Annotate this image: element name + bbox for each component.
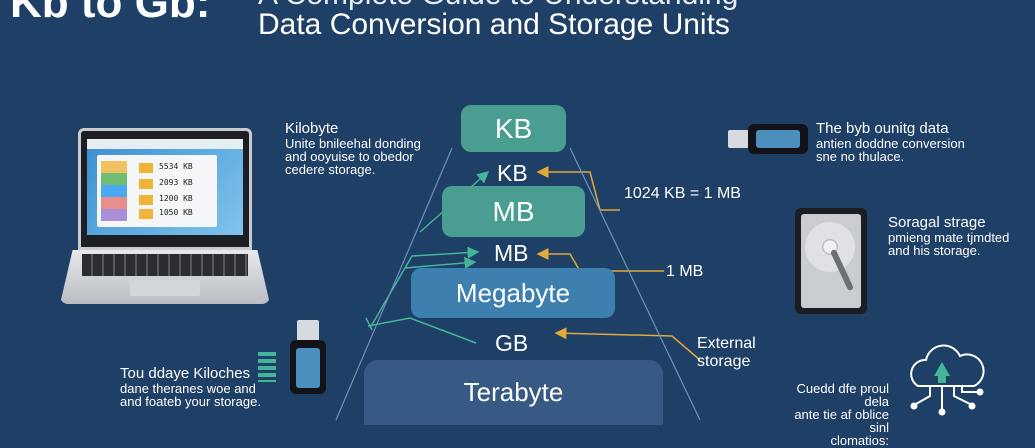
note-kilobyte-heading: Kilobyte: [285, 120, 339, 137]
annotation-kb-to-mb: 1024 KB = 1 MB: [624, 185, 741, 202]
box-kb-text: KB: [494, 112, 533, 144]
note-bottom-left-line: and foateb your storage.: [120, 394, 261, 409]
label-gb: GB: [495, 330, 529, 356]
box-terabyte: Terabyte: [364, 360, 663, 425]
page-subtitle: A Complete Guide to Understanding: [258, 0, 738, 12]
laptop-display: 5534 KB 2093 KB 1200 KB 1050 KB: [87, 139, 243, 235]
note-cloud-line: Cuedd dfe proul dela: [796, 381, 889, 409]
folder-icon: [139, 195, 153, 205]
note-usb-top-heading: The byb ounitg data: [816, 120, 949, 137]
label-kb: KB: [497, 160, 528, 186]
laptop-icon: 5534 KB 2093 KB 1200 KB 1050 KB: [60, 128, 270, 306]
arrow-gold-1: [536, 166, 620, 211]
box-megabyte: Megabyte: [411, 268, 615, 318]
arrow-gold-3: [554, 327, 701, 361]
note-hdd: Soragal strage pmieng mate tjmdted and h…: [888, 214, 1010, 258]
page-subtitle-line2: Data Conversion and Storage Units: [258, 8, 730, 41]
note-usb-top-line: antien doddne conversion: [816, 136, 965, 151]
annotation-one-mb: 1 MB: [666, 263, 704, 280]
file-size: 1200 KB: [159, 194, 193, 203]
hard-drive-icon: [795, 208, 867, 314]
folder-icon: [139, 209, 153, 219]
arrow-gold-2: [536, 248, 664, 272]
laptop-screen: 5534 KB 2093 KB 1200 KB 1050 KB: [78, 128, 252, 250]
file-size: 2093 KB: [159, 178, 193, 187]
note-bottom-left-line: dane theranes woe and: [120, 381, 256, 396]
annotation-external: External: [697, 335, 756, 352]
box-mb: MB: [442, 186, 585, 237]
note-kilobyte: Kilobyte Unite bnileehal donding and ooy…: [285, 120, 421, 177]
arrow-teal-5: [365, 317, 373, 331]
note-kilobyte-line: Unite bnileehal donding: [285, 136, 421, 151]
note-cloud-line: clomatios:: [830, 433, 889, 448]
note-bottom-left-heading: Tou ddaye Kiloches: [120, 365, 251, 382]
file-size: 5534 KB: [159, 162, 193, 171]
file-size: 1050 KB: [159, 208, 193, 217]
arrow-teal-4: [367, 317, 477, 344]
file-window: 5534 KB 2093 KB 1200 KB 1050 KB: [97, 155, 217, 227]
box-kb: KB: [461, 105, 566, 152]
folder-icon: [139, 163, 153, 173]
note-hdd-heading: Soragal strage: [888, 214, 986, 231]
pyramid-side-right: [569, 147, 701, 421]
cloud-network-icon: [910, 344, 985, 416]
pyramid-side-left: [335, 147, 453, 421]
folder-icon: [139, 179, 153, 189]
connector-arrows: [335, 147, 701, 421]
laptop-keyboard: [82, 254, 248, 276]
box-megabyte-text: Megabyte: [455, 277, 571, 308]
note-hdd-line: pmieng mate tjmdted: [888, 230, 1010, 245]
annotation-storage: storage: [697, 353, 751, 370]
arrow-teal-2: [404, 256, 477, 269]
note-hdd-line: and his storage.: [888, 243, 981, 258]
note-bottom-left: Tou ddaye Kiloches dane theranes woe and…: [120, 365, 261, 409]
note-usb-top: The byb ounitg data antien doddne conver…: [816, 120, 965, 164]
battery-icon: [258, 352, 276, 382]
note-kilobyte-line: and ooyuise to obedor: [285, 149, 414, 164]
note-kilobyte-line: cedere storage.: [285, 162, 376, 177]
box-mb-text: MB: [492, 195, 535, 227]
usb-drive-icon: [728, 124, 808, 156]
laptop-trackpad: [130, 280, 200, 296]
box-terabyte-text: Terabyte: [463, 377, 564, 407]
note-usb-top-line: sne no thulace.: [816, 149, 905, 164]
page-title: Kb to Gb:: [10, 0, 211, 27]
note-cloud: Cuedd dfe proul dela ante tie af oblice …: [777, 382, 889, 447]
note-cloud-line: ante tie af oblice sinl: [794, 407, 889, 435]
usb-drive-icon: [290, 320, 326, 394]
label-mb: MB: [494, 240, 529, 266]
laptop-base: [60, 250, 270, 304]
arrow-teal-3: [369, 246, 480, 329]
